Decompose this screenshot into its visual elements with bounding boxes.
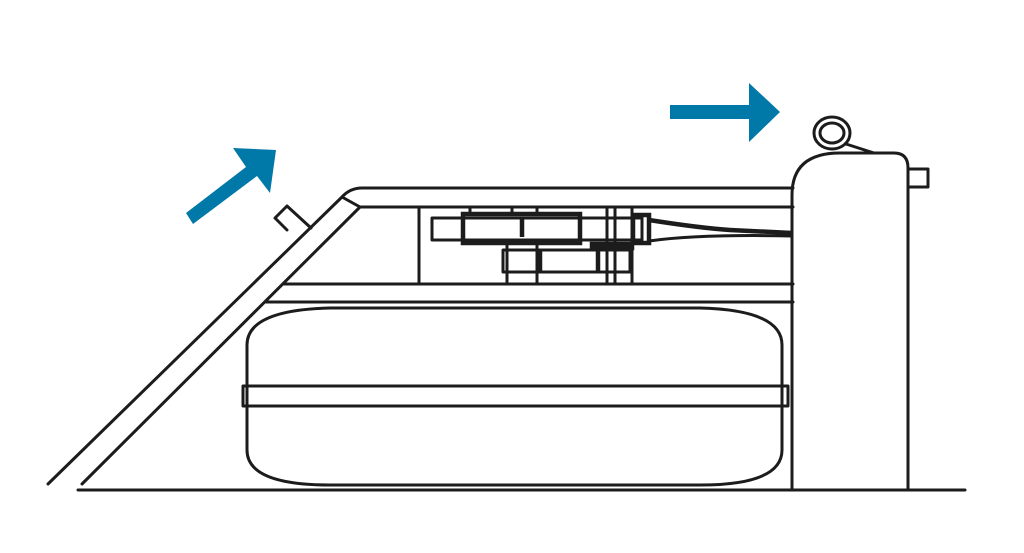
tilt-up-arrow-icon [186,148,276,224]
rear-column [790,151,910,492]
water-tank [241,306,790,487]
gear-mechanism [430,206,652,286]
push-right-arrow-icon [670,83,780,142]
handle-ring [812,115,876,155]
panel-knob [273,204,313,232]
cable [647,217,794,243]
rear-button [906,167,930,189]
slanted-panel [46,186,795,486]
